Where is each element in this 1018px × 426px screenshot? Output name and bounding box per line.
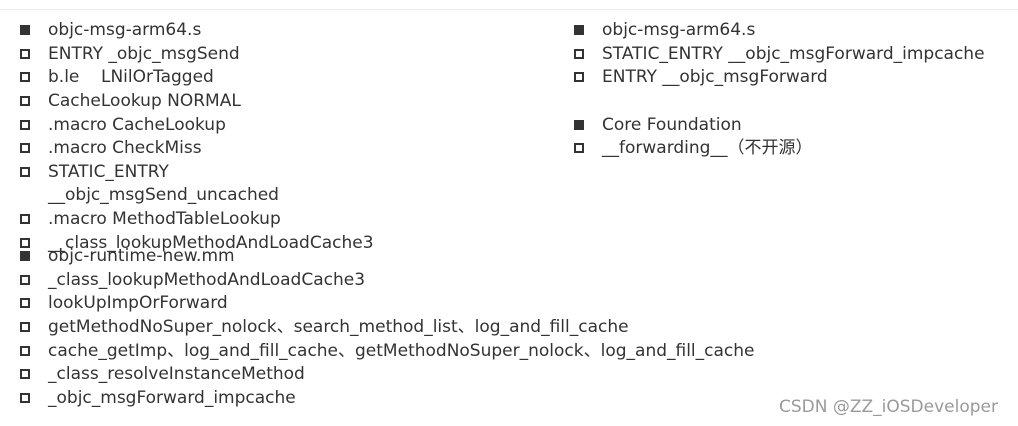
filled-square-bullet-icon — [574, 25, 584, 35]
list-item-text: b.le LNilOrTagged — [48, 67, 214, 87]
hollow-square-bullet-icon — [20, 369, 30, 379]
list-item-text: STATIC_ENTRY — [48, 162, 169, 182]
hollow-square-bullet-icon — [20, 120, 30, 130]
list-item-text: CacheLookup NORMAL — [48, 91, 241, 111]
list-item-text: ENTRY __objc_msgForward — [602, 67, 828, 87]
hollow-square-bullet-icon — [20, 214, 30, 224]
list-item-text: .macro CacheLookup — [48, 115, 226, 135]
list-item-text: Core Foundation — [602, 115, 742, 135]
hollow-square-bullet-icon — [20, 143, 30, 153]
hollow-square-bullet-icon — [20, 72, 30, 82]
list-item-text: objc-msg-arm64.s — [602, 20, 756, 40]
hollow-square-bullet-icon — [20, 393, 30, 403]
list-item-text: .macro CheckMiss — [48, 138, 202, 158]
list-item-text: getMethodNoSuper_nolock、search_method_li… — [48, 317, 629, 337]
list-item-text: __class_lookupMethodAndLoadCache3 — [48, 233, 374, 253]
hollow-square-bullet-icon — [20, 275, 30, 285]
hollow-square-bullet-icon — [20, 298, 30, 308]
list-item-text: _objc_msgForward_impcache — [48, 388, 296, 408]
hollow-square-bullet-icon — [20, 167, 30, 177]
watermark: CSDN @ZZ_iOSDeveloper — [779, 397, 998, 417]
list-item-text: ENTRY _objc_msgSend — [48, 44, 240, 64]
filled-square-bullet-icon — [20, 25, 30, 35]
list-item-text: _class_resolveInstanceMethod — [48, 364, 305, 384]
list-item-text: __forwarding__（不开源） — [602, 138, 813, 158]
hollow-square-bullet-icon — [20, 49, 30, 59]
filled-square-bullet-icon — [574, 120, 584, 130]
filled-square-bullet-icon — [20, 251, 30, 261]
hollow-square-bullet-icon — [574, 49, 584, 59]
list-item-text: objc-msg-arm64.s — [48, 20, 202, 40]
list-item-text: lookUpImpOrForward — [48, 293, 228, 313]
list-item-text: .macro MethodTableLookup — [48, 209, 281, 229]
hollow-square-bullet-icon — [574, 143, 584, 153]
hollow-square-bullet-icon — [20, 346, 30, 356]
list-item-text: STATIC_ENTRY __objc_msgForward_impcache — [602, 44, 985, 64]
hollow-square-bullet-icon — [574, 72, 584, 82]
hollow-square-bullet-icon — [20, 322, 30, 332]
hollow-square-bullet-icon — [20, 96, 30, 106]
list-item-text: cache_getImp、log_and_fill_cache、getMetho… — [48, 341, 755, 361]
list-item-text: objc-runtime-new.mm — [48, 246, 235, 266]
list-item-text: __objc_msgSend_uncached — [48, 185, 279, 205]
list-item-text: _class_lookupMethodAndLoadCache3 — [48, 270, 366, 290]
hollow-square-bullet-icon — [20, 238, 30, 248]
top-divider — [0, 9, 1018, 10]
